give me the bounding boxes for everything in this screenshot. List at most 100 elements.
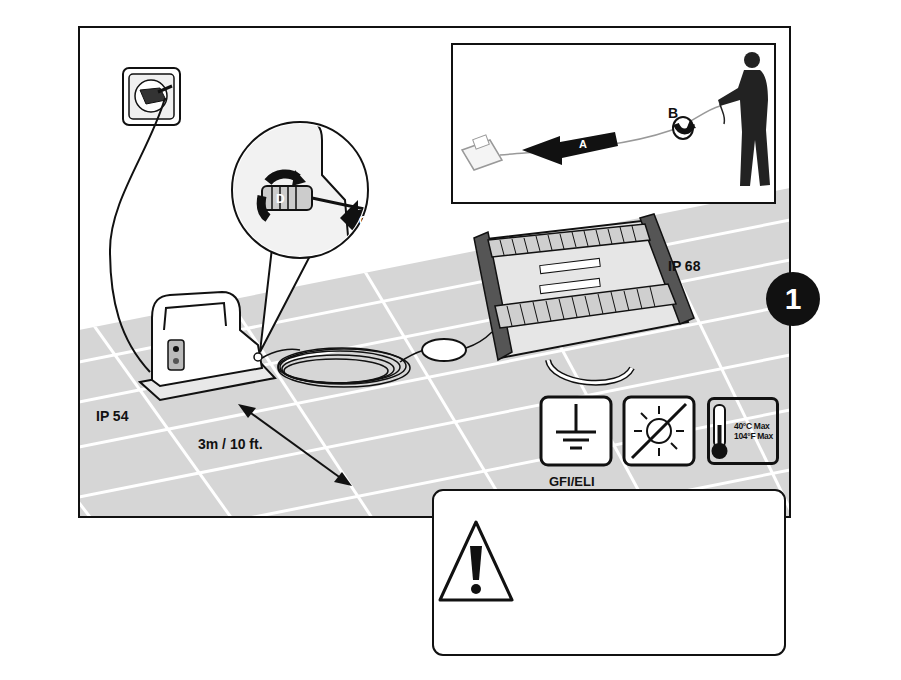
pool-robot [637, 289, 642, 309]
callout-number: 1 [766, 272, 820, 326]
floor-tiles [470, 180, 660, 530]
pool-robot [540, 278, 601, 293]
no-sun-icon [624, 397, 694, 465]
pool-robot [500, 226, 655, 326]
cable-coil [280, 351, 400, 383]
pool-robot [520, 304, 525, 324]
warning-panel [471, 584, 481, 594]
no-sun-icon [632, 404, 686, 458]
cable-coil [466, 332, 492, 348]
pool-robot [632, 226, 636, 241]
no-sun-icon [676, 430, 684, 432]
step-letter: B [668, 106, 678, 121]
magnifier-callout [292, 170, 306, 186]
inset-panel [522, 132, 618, 165]
wall-outlet [129, 74, 174, 119]
no-sun-icon [624, 397, 694, 465]
step-letter: C [359, 215, 368, 228]
inset-panel [452, 44, 775, 203]
pool-robot [507, 306, 512, 326]
pool-robot [500, 240, 504, 255]
floor-tiles [79, 188, 790, 517]
step-number: 1 [785, 284, 802, 314]
protection-rating: IP 54 [96, 409, 128, 424]
magnifier-callout [312, 198, 370, 210]
power-supply [140, 292, 275, 400]
power-supply [152, 292, 262, 386]
ground-icon [563, 439, 589, 442]
magnifier-callout [261, 196, 268, 218]
wall-outlet [123, 68, 180, 125]
power-supply [173, 358, 179, 364]
step-letter: D [276, 193, 285, 206]
thermometer-icon [714, 405, 725, 447]
pool-robot [512, 239, 516, 254]
no-sun-icon [658, 406, 660, 414]
magnifier-callout [271, 187, 273, 209]
cable-coil [282, 355, 394, 383]
cable-coil [278, 349, 410, 387]
person-silhouette [718, 52, 770, 186]
pool-robot [536, 236, 540, 251]
floor-tiles [790, 180, 901, 530]
ground-icon [575, 404, 578, 432]
magnifier-callout [260, 248, 312, 352]
ground-icon [541, 397, 611, 465]
ground-icon [570, 447, 582, 450]
power-supply [173, 346, 179, 352]
power-supply [168, 340, 184, 370]
pool-robot [560, 234, 564, 249]
pool-robot [548, 360, 632, 383]
inset-panel [720, 104, 725, 124]
pool-robot [572, 297, 577, 317]
cable-coil [284, 359, 388, 383]
pool-robot [488, 224, 650, 257]
pool-robot [620, 227, 624, 242]
pool-robot [548, 235, 552, 250]
pool-robot [650, 287, 655, 307]
inset-panel [686, 120, 696, 130]
pool-robot [546, 301, 551, 321]
pool-robot [611, 292, 616, 312]
small-robot [473, 135, 490, 149]
warning-panel [470, 546, 482, 580]
magnifier-callout [230, 118, 378, 260]
dimension-label: 3m / 10 ft. [198, 437, 263, 452]
main-frame [79, 27, 790, 517]
no-sun-icon [634, 430, 642, 432]
power-supply [164, 303, 226, 330]
floor-tiles [0, 180, 901, 680]
magnifier-callout [340, 200, 378, 236]
magnifier-callout [295, 187, 297, 209]
floor-tiles [0, 180, 100, 530]
floor-tiles [0, 180, 901, 680]
floor-tiles [630, 180, 800, 530]
distance-arrow [334, 472, 352, 486]
cable-coil [400, 350, 424, 362]
pool-robot [598, 294, 603, 314]
icon-caption: GFI/ELI [549, 475, 595, 489]
ground-icon [556, 431, 596, 434]
pool-robot [540, 258, 601, 273]
pool-robot [559, 299, 564, 319]
pool-robot [624, 291, 629, 311]
wall-outlet [158, 86, 172, 92]
step-letter: A [579, 138, 587, 150]
power-supply [254, 353, 262, 361]
pool-robot [596, 230, 600, 245]
magnifier-callout [262, 186, 312, 210]
temperature-limit: 40°C Max [734, 421, 772, 431]
cable-coil [422, 339, 466, 361]
pool-robot [608, 229, 612, 244]
person-silhouette [744, 52, 760, 68]
wall-outlet [123, 68, 180, 125]
pool-robot [572, 232, 576, 247]
pool-robot [548, 360, 632, 383]
ground-icon [541, 397, 611, 465]
distance-arrow [238, 404, 256, 418]
person-silhouette [718, 70, 770, 186]
pool-robot [495, 284, 676, 328]
temperature-limit: 104°F Max [734, 431, 772, 441]
